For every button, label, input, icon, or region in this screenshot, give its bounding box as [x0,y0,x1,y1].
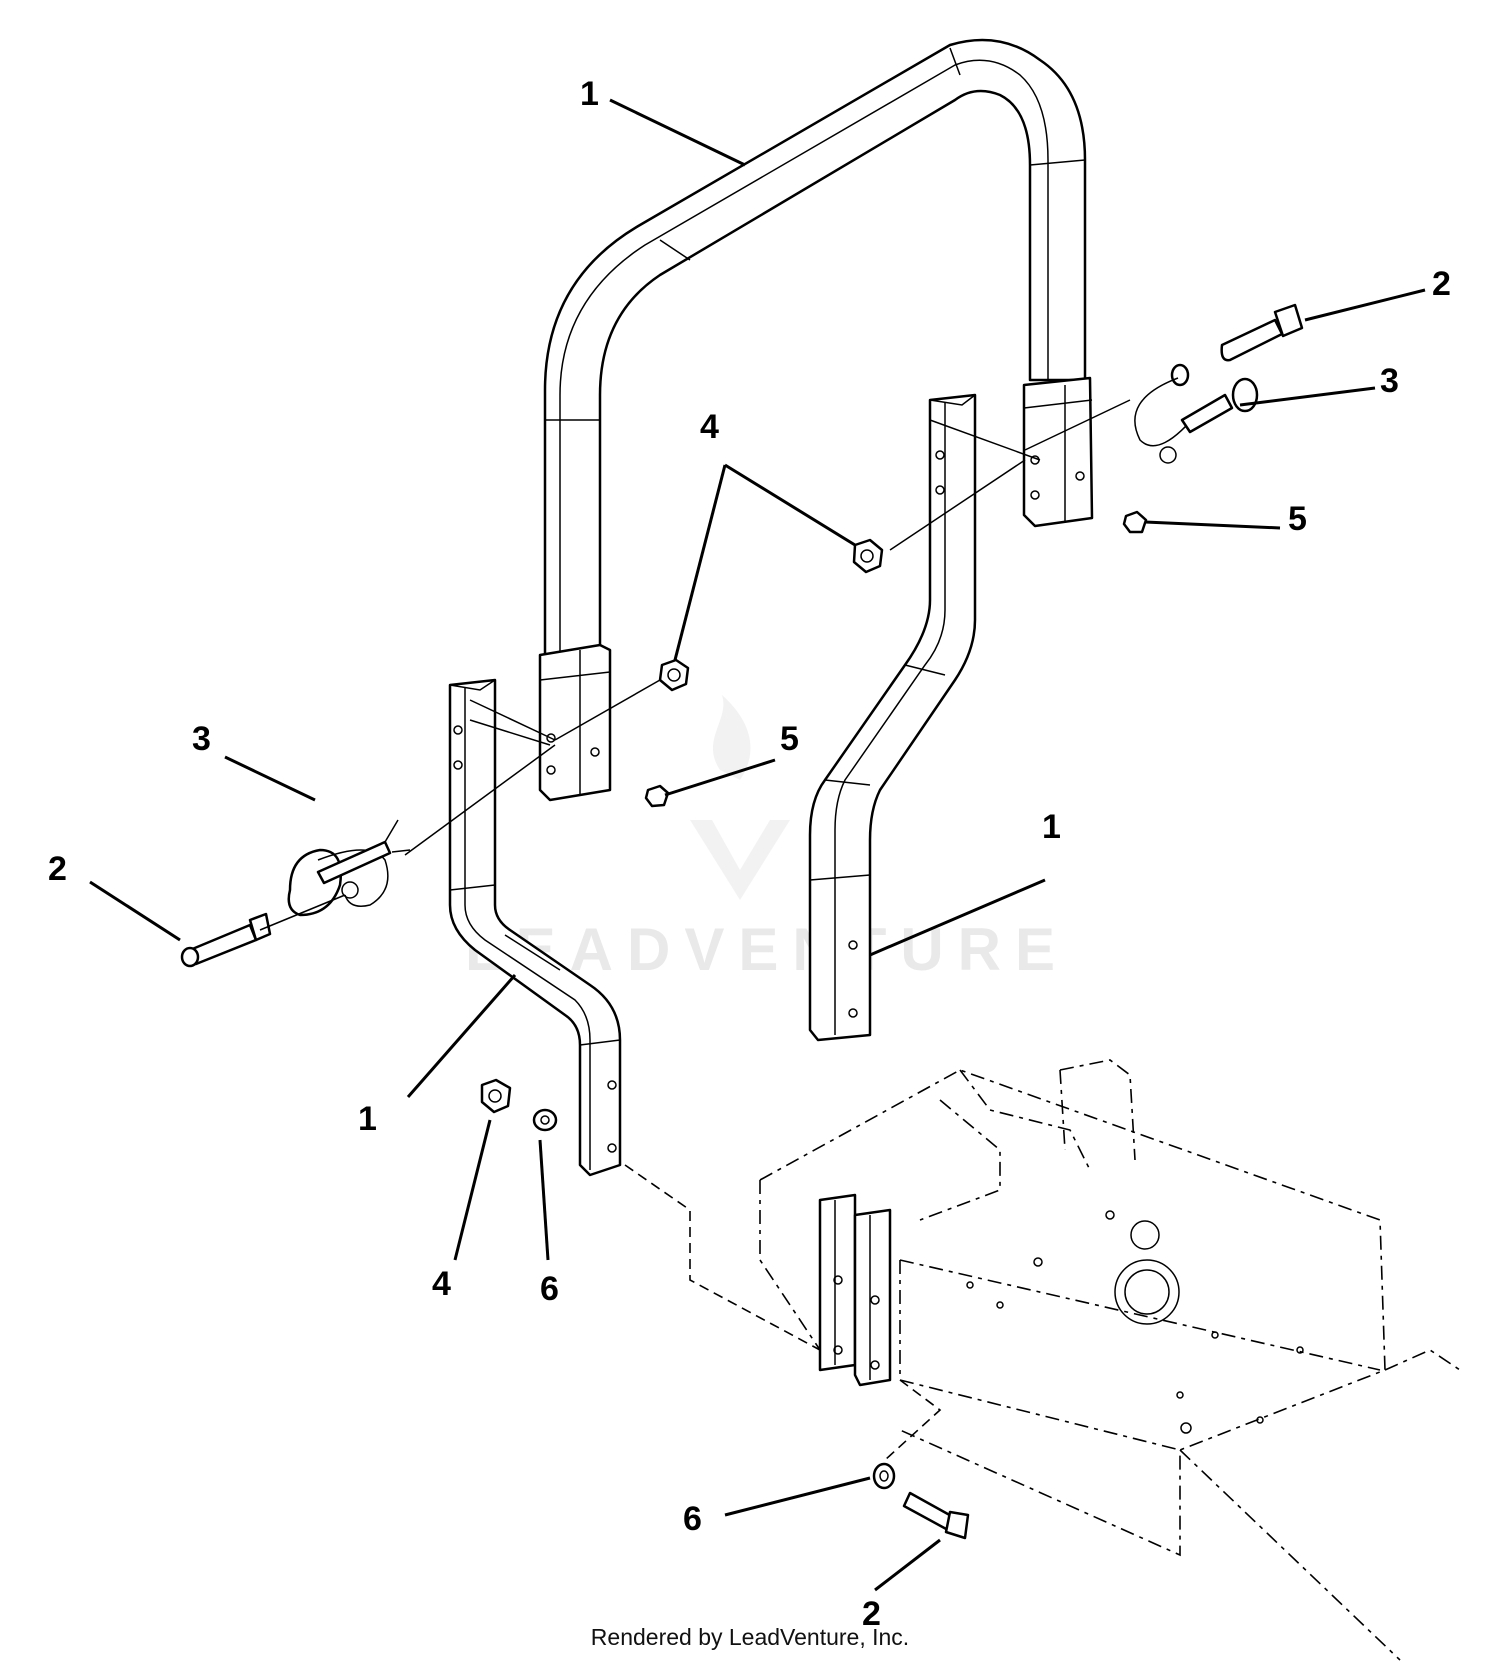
leader-line [609,98,746,167]
bolt-icon [1220,303,1304,362]
nut-icon [644,784,670,808]
callout-label: 4 [432,1265,451,1303]
leader-line [89,880,181,942]
left-leg-tube [448,678,622,1177]
callout-label: 2 [1432,265,1451,303]
callout-label: 6 [540,1270,559,1308]
leader-line [869,878,1046,957]
leader-line [224,755,316,802]
callout-label: 2 [48,850,67,888]
hitch-pin-icon [287,819,411,917]
callout-label: 5 [1288,500,1307,538]
callout-label: 5 [780,720,799,758]
nut-icon [1122,510,1148,534]
leader-line [673,464,727,661]
bolt-icon [180,912,272,968]
leader-line [664,758,776,797]
lock-nut-icon [658,658,690,692]
mower-frame [624,1059,1461,1661]
callout-label: 1 [358,1100,377,1138]
bolt-icon [902,1491,970,1540]
leader-line [874,1538,941,1592]
washer-icon [872,1462,896,1490]
leader-line [406,974,517,1098]
callout-label: 3 [192,720,211,758]
callout-label: 1 [1042,808,1061,846]
leader-line [724,463,856,547]
lock-nut-icon [852,538,884,574]
leader-line [538,1139,550,1261]
lock-nut-icon [480,1078,512,1114]
hitch-pin-icon [1134,363,1259,464]
leader-line [1144,520,1281,530]
watermark-logo-icon [690,695,790,900]
leader-line [724,1476,871,1517]
callout-label: 6 [683,1500,702,1538]
callout-label: 3 [1380,362,1399,400]
callout-label: 4 [700,408,719,446]
leader-line [1239,386,1376,407]
leader-line [453,1119,492,1261]
callout-label: 2 [862,1595,881,1633]
upper-roll-bar [538,38,1094,802]
render-credit: Rendered by LeadVenture, Inc. [590,1624,910,1650]
callout-labels: 1 2 3 4 5 5 3 1 2 1 4 6 6 2 [48,75,1451,1633]
leader-line [1304,288,1426,322]
callout-label: 1 [580,75,599,113]
leader-lines [89,98,1426,1592]
hardware [180,303,1304,1540]
watermark: LEADVENTURE [465,695,1055,983]
washer-icon [532,1108,558,1132]
right-leg-tube [808,393,977,1042]
